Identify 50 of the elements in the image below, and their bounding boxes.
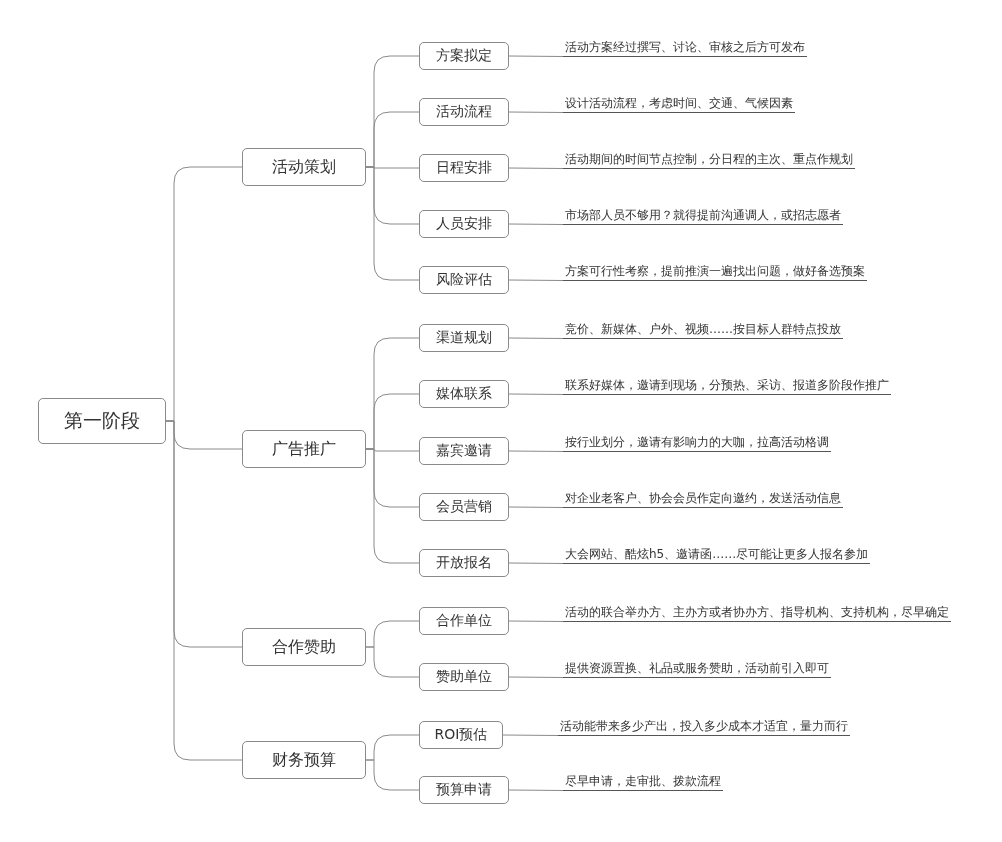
connector-line	[508, 506, 564, 508]
topic-box: 会员营销	[419, 493, 509, 521]
connector-line	[508, 223, 564, 225]
description-text: 竞价、新媒体、户外、视频……按目标人群特点投放	[563, 321, 843, 339]
connector-line	[508, 167, 564, 169]
topic-box: 嘉宾邀请	[419, 437, 509, 465]
topic-box: 渠道规划	[419, 324, 509, 352]
topic-box: ROI预估	[419, 721, 503, 749]
description-text: 尽早申请，走审批、拨款流程	[563, 773, 723, 791]
topic-box: 媒体联系	[419, 380, 509, 408]
topic-box: 风险评估	[419, 266, 509, 294]
description-text: 提供资源置换、礼品或服务赞助，活动前引入即可	[563, 660, 831, 678]
connector-line	[508, 55, 564, 57]
description-text: 对企业老客户、协会会员作定向邀约，发送活动信息	[563, 490, 843, 508]
root-topic-box: 第一阶段	[38, 398, 166, 444]
description-text: 活动期间的时间节点控制，分日程的主次、重点作规划	[563, 151, 855, 169]
connector-line	[508, 620, 564, 622]
description-text: 活动能带来多少产出，投入多少成本才适宜，量力而行	[558, 718, 850, 736]
connector-line	[508, 393, 564, 395]
topic-box: 广告推广	[242, 430, 366, 468]
connector-line	[508, 789, 564, 791]
connector-line	[508, 279, 564, 281]
description-text: 活动的联合举办方、主办方或者协办方、指导机构、支持机构，尽早确定	[563, 604, 951, 622]
topic-box: 开放报名	[419, 549, 509, 577]
topic-box: 财务预算	[242, 741, 366, 779]
topic-box: 活动策划	[242, 148, 366, 186]
connector-line	[508, 676, 564, 678]
topic-box: 预算申请	[419, 776, 509, 804]
topic-box: 合作单位	[419, 607, 509, 635]
connector-line	[502, 734, 559, 736]
connector-line	[365, 759, 420, 791]
connector-line	[508, 450, 564, 452]
connector-line	[365, 646, 420, 678]
description-text: 方案可行性考察，提前推演一遍找出问题，做好备选预案	[563, 263, 867, 281]
topic-box: 人员安排	[419, 210, 509, 238]
connector-line	[165, 420, 243, 761]
topic-box: 方案拟定	[419, 42, 509, 70]
description-text: 设计活动流程，考虑时间、交通、气候因素	[563, 95, 795, 113]
connector-line	[508, 562, 564, 564]
description-text: 大会网站、酷炫h5、邀请函……尽可能让更多人报名参加	[563, 546, 871, 564]
description-text: 市场部人员不够用？就得提前沟通调人，或招志愿者	[563, 207, 843, 225]
connector-line	[508, 111, 564, 113]
description-text: 活动方案经过撰写、讨论、审核之后方可发布	[563, 39, 807, 57]
topic-box: 日程安排	[419, 154, 509, 182]
topic-box: 合作赞助	[242, 628, 366, 666]
description-text: 按行业划分，邀请有影响力的大咖，拉高活动格调	[563, 434, 831, 452]
description-text: 联系好媒体，邀请到现场，分预热、采访、报道多阶段作推广	[563, 377, 891, 395]
connector-line	[508, 337, 564, 339]
topic-box: 赞助单位	[419, 663, 509, 691]
topic-box: 活动流程	[419, 98, 509, 126]
